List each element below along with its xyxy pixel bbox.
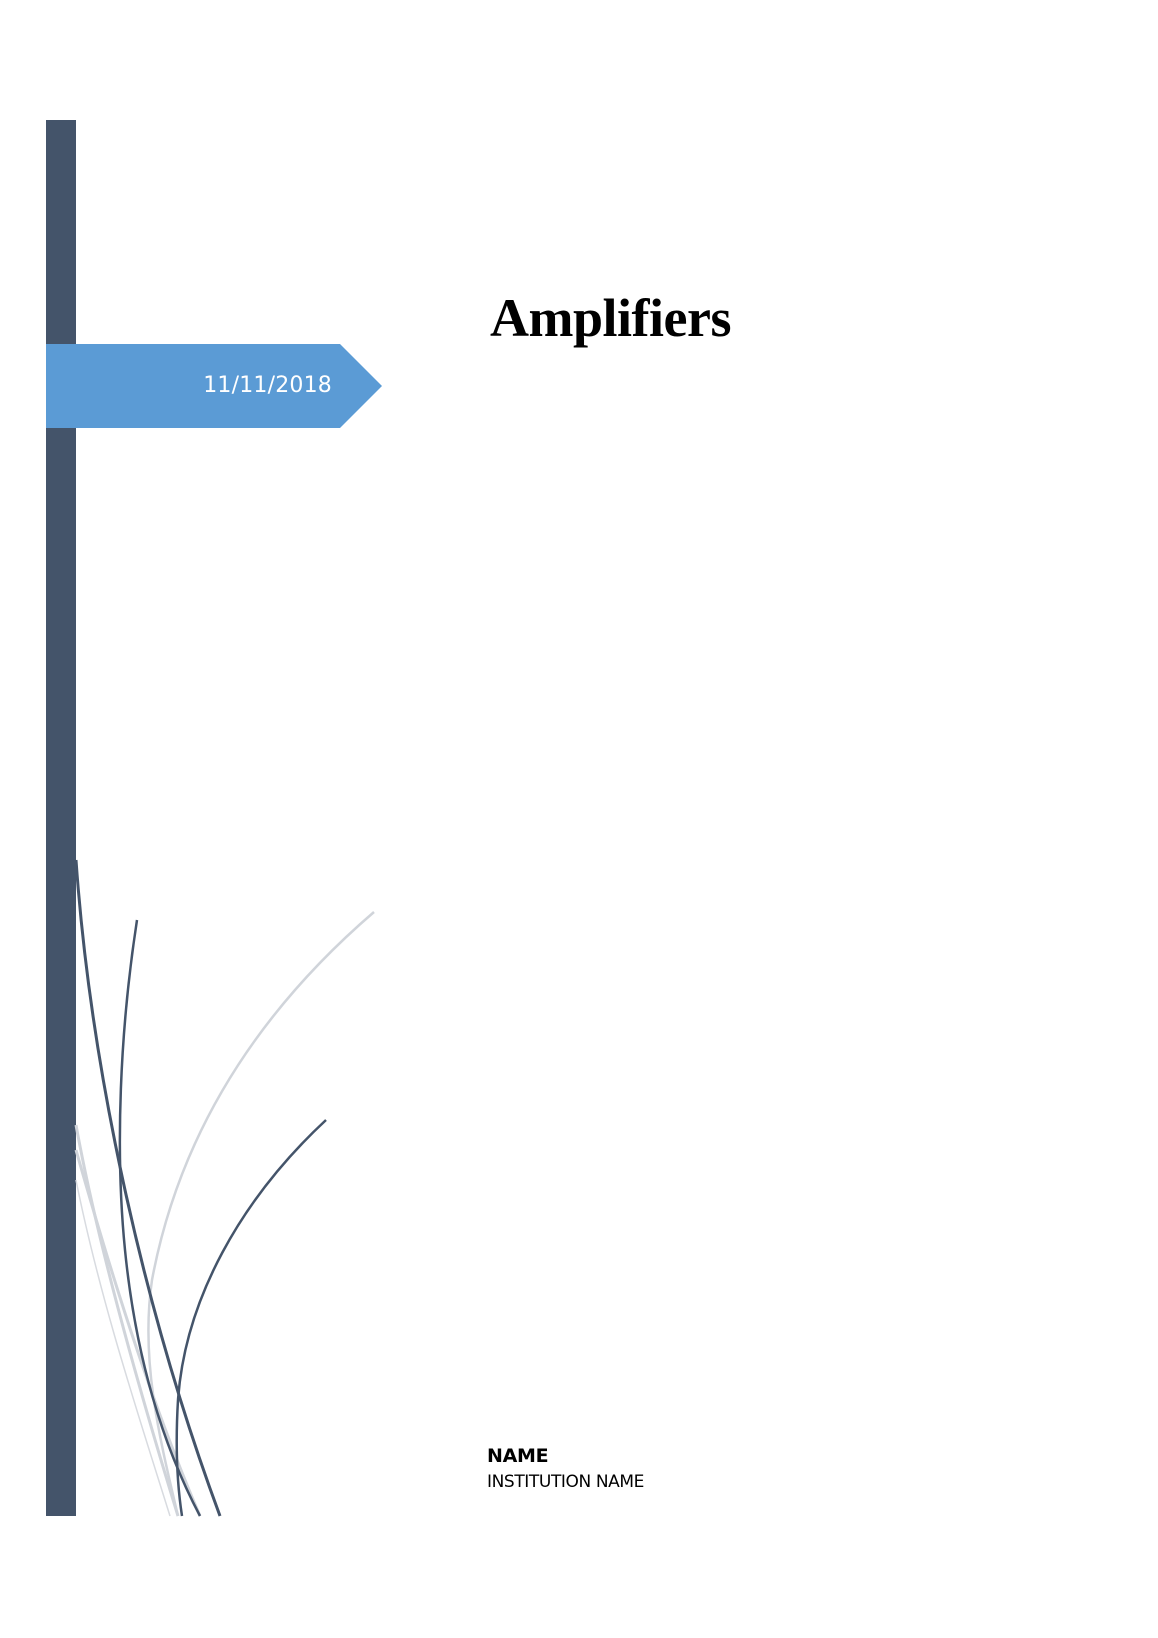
institution-name: INSTITUTION NAME <box>487 1472 645 1492</box>
author-name: NAME <box>487 1445 549 1467</box>
document-title: Amplifiers <box>490 288 731 348</box>
author-block: NAME INSTITUTION NAME <box>487 1443 644 1495</box>
arrow-banner-shape <box>46 344 382 428</box>
cover-date: 11/11/2018 <box>203 373 332 398</box>
date-banner: 11/11/2018 <box>46 344 382 428</box>
